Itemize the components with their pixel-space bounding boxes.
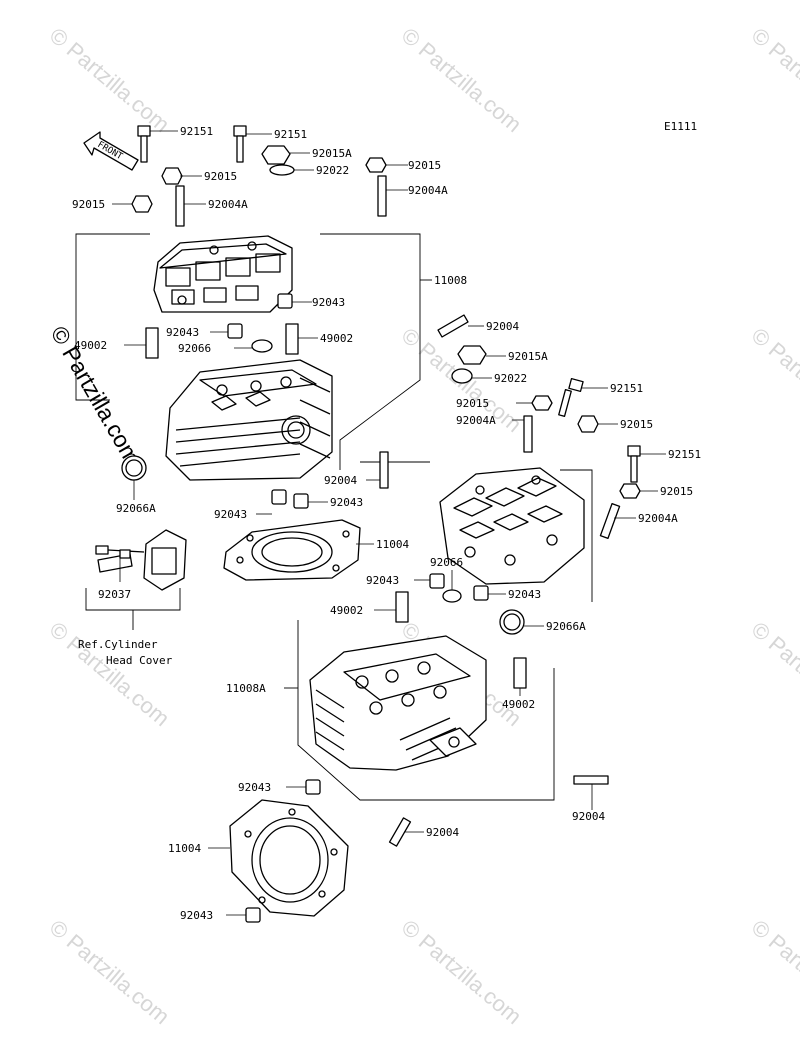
watermark: © Partzilla.com xyxy=(747,617,800,731)
watermark: © Partzilla.com xyxy=(747,915,800,1029)
part-number-label: 11004 xyxy=(376,538,409,551)
front-head-gasket xyxy=(223,519,361,581)
part-number-label: 92043 xyxy=(180,909,213,922)
nut-parts xyxy=(131,145,641,499)
part-number-label: 92043 xyxy=(312,296,345,309)
part-number-label: 92151 xyxy=(668,448,701,461)
part-number-label: 92151 xyxy=(610,382,643,395)
bolt-92151-d xyxy=(627,445,641,483)
part-number-label: 92004A xyxy=(208,198,248,211)
bolt-92151-c xyxy=(558,377,584,417)
seal-92066-a xyxy=(251,339,273,353)
part-number-label: 92022 xyxy=(316,164,349,177)
part-number-labels: 92151 92151 92015A 92015 92022 92015 92015 9200… xyxy=(72,125,701,922)
part-number-label: 92004A xyxy=(408,184,448,197)
part-number-label: 92015 xyxy=(660,485,693,498)
part-number-label: 92037 xyxy=(98,588,131,601)
part-number-label: 92066A xyxy=(546,620,586,633)
part-number-label: 49002 xyxy=(320,332,353,345)
part-number-label: 92066 xyxy=(430,556,463,569)
watermark: © Partzilla.com xyxy=(397,915,527,1029)
leader-lines xyxy=(112,130,666,916)
rear-head-bracket xyxy=(284,461,593,801)
part-number-label: 92043 xyxy=(238,781,271,794)
bolt-92151-a xyxy=(137,125,151,163)
plug-92066A-b xyxy=(499,609,525,635)
part-number-label: 92066A xyxy=(116,502,156,515)
seal-92066-b xyxy=(442,589,462,603)
part-number-label: 92043 xyxy=(366,574,399,587)
part-number-label: 49002 xyxy=(330,604,363,617)
rear-cylinder-head xyxy=(309,635,487,771)
ref-cylinder-head-cover-part: Ref.Cylinder Head Cover xyxy=(78,529,187,667)
part-number-label: 92151 xyxy=(180,125,213,138)
part-number-label: 11008A xyxy=(226,682,266,695)
stud-parts xyxy=(175,175,621,847)
diagram-code: E1111 xyxy=(664,120,697,133)
watermark: © Partzilla.com xyxy=(747,23,800,137)
washer-92022-a xyxy=(269,164,295,176)
part-number-label: 92004 xyxy=(486,320,519,333)
part-number-label: 92015A xyxy=(312,147,352,160)
bolt-92151-b xyxy=(233,125,247,163)
rear-head-gasket xyxy=(229,799,349,917)
front-arrow-icon: FRONT xyxy=(83,131,139,171)
part-number-label: 92151 xyxy=(274,128,307,141)
part-number-label: 92043 xyxy=(508,588,541,601)
front-cylinder-head xyxy=(165,359,333,481)
watermark: © Partzilla.com xyxy=(397,23,527,137)
part-number-label: 11008 xyxy=(434,274,467,287)
watermark-layer: © Partzilla.com © Partzilla.com © Partzi… xyxy=(45,23,800,1029)
part-number-label: 92015A xyxy=(508,350,548,363)
part-number-label: 92004A xyxy=(456,414,496,427)
part-number-label: 92004 xyxy=(426,826,459,839)
washer-92022-b xyxy=(451,368,473,384)
part-number-label: 92043 xyxy=(330,496,363,509)
part-number-label: 92004A xyxy=(638,512,678,525)
plug-92066A-a xyxy=(121,455,147,481)
part-number-label: 92015 xyxy=(204,170,237,183)
watermark: © Partzilla.com xyxy=(45,23,175,137)
part-number-label: 49002 xyxy=(502,698,535,711)
part-number-label: 92015 xyxy=(408,159,441,172)
ref-note-line2: Head Cover xyxy=(106,654,173,667)
ref-note-line1: Ref.Cylinder xyxy=(78,638,158,651)
part-number-label: 49002 xyxy=(74,339,107,352)
front-valve-cover xyxy=(153,235,293,313)
part-number-label: 92004 xyxy=(324,474,357,487)
part-number-label: 11004 xyxy=(168,842,201,855)
rear-valve-cover xyxy=(439,467,585,585)
part-number-label: 92004 xyxy=(572,810,605,823)
bolt-92037 xyxy=(119,549,131,559)
part-number-label: 92015 xyxy=(72,198,105,211)
part-number-label: 92066 xyxy=(178,342,211,355)
watermark: © Partzilla.com xyxy=(45,915,175,1029)
watermark: © Partzilla.com xyxy=(45,617,175,731)
watermark: © Partzilla.com xyxy=(747,323,800,437)
valve-guide-parts xyxy=(145,323,527,689)
part-number-label: 92043 xyxy=(214,508,247,521)
part-number-label: 92043 xyxy=(166,326,199,339)
part-number-label: 92022 xyxy=(494,372,527,385)
part-number-label: 92015 xyxy=(620,418,653,431)
front-head-bracket xyxy=(75,233,432,470)
part-number-label: 92015 xyxy=(456,397,489,410)
dowel-pin-parts xyxy=(227,293,489,923)
